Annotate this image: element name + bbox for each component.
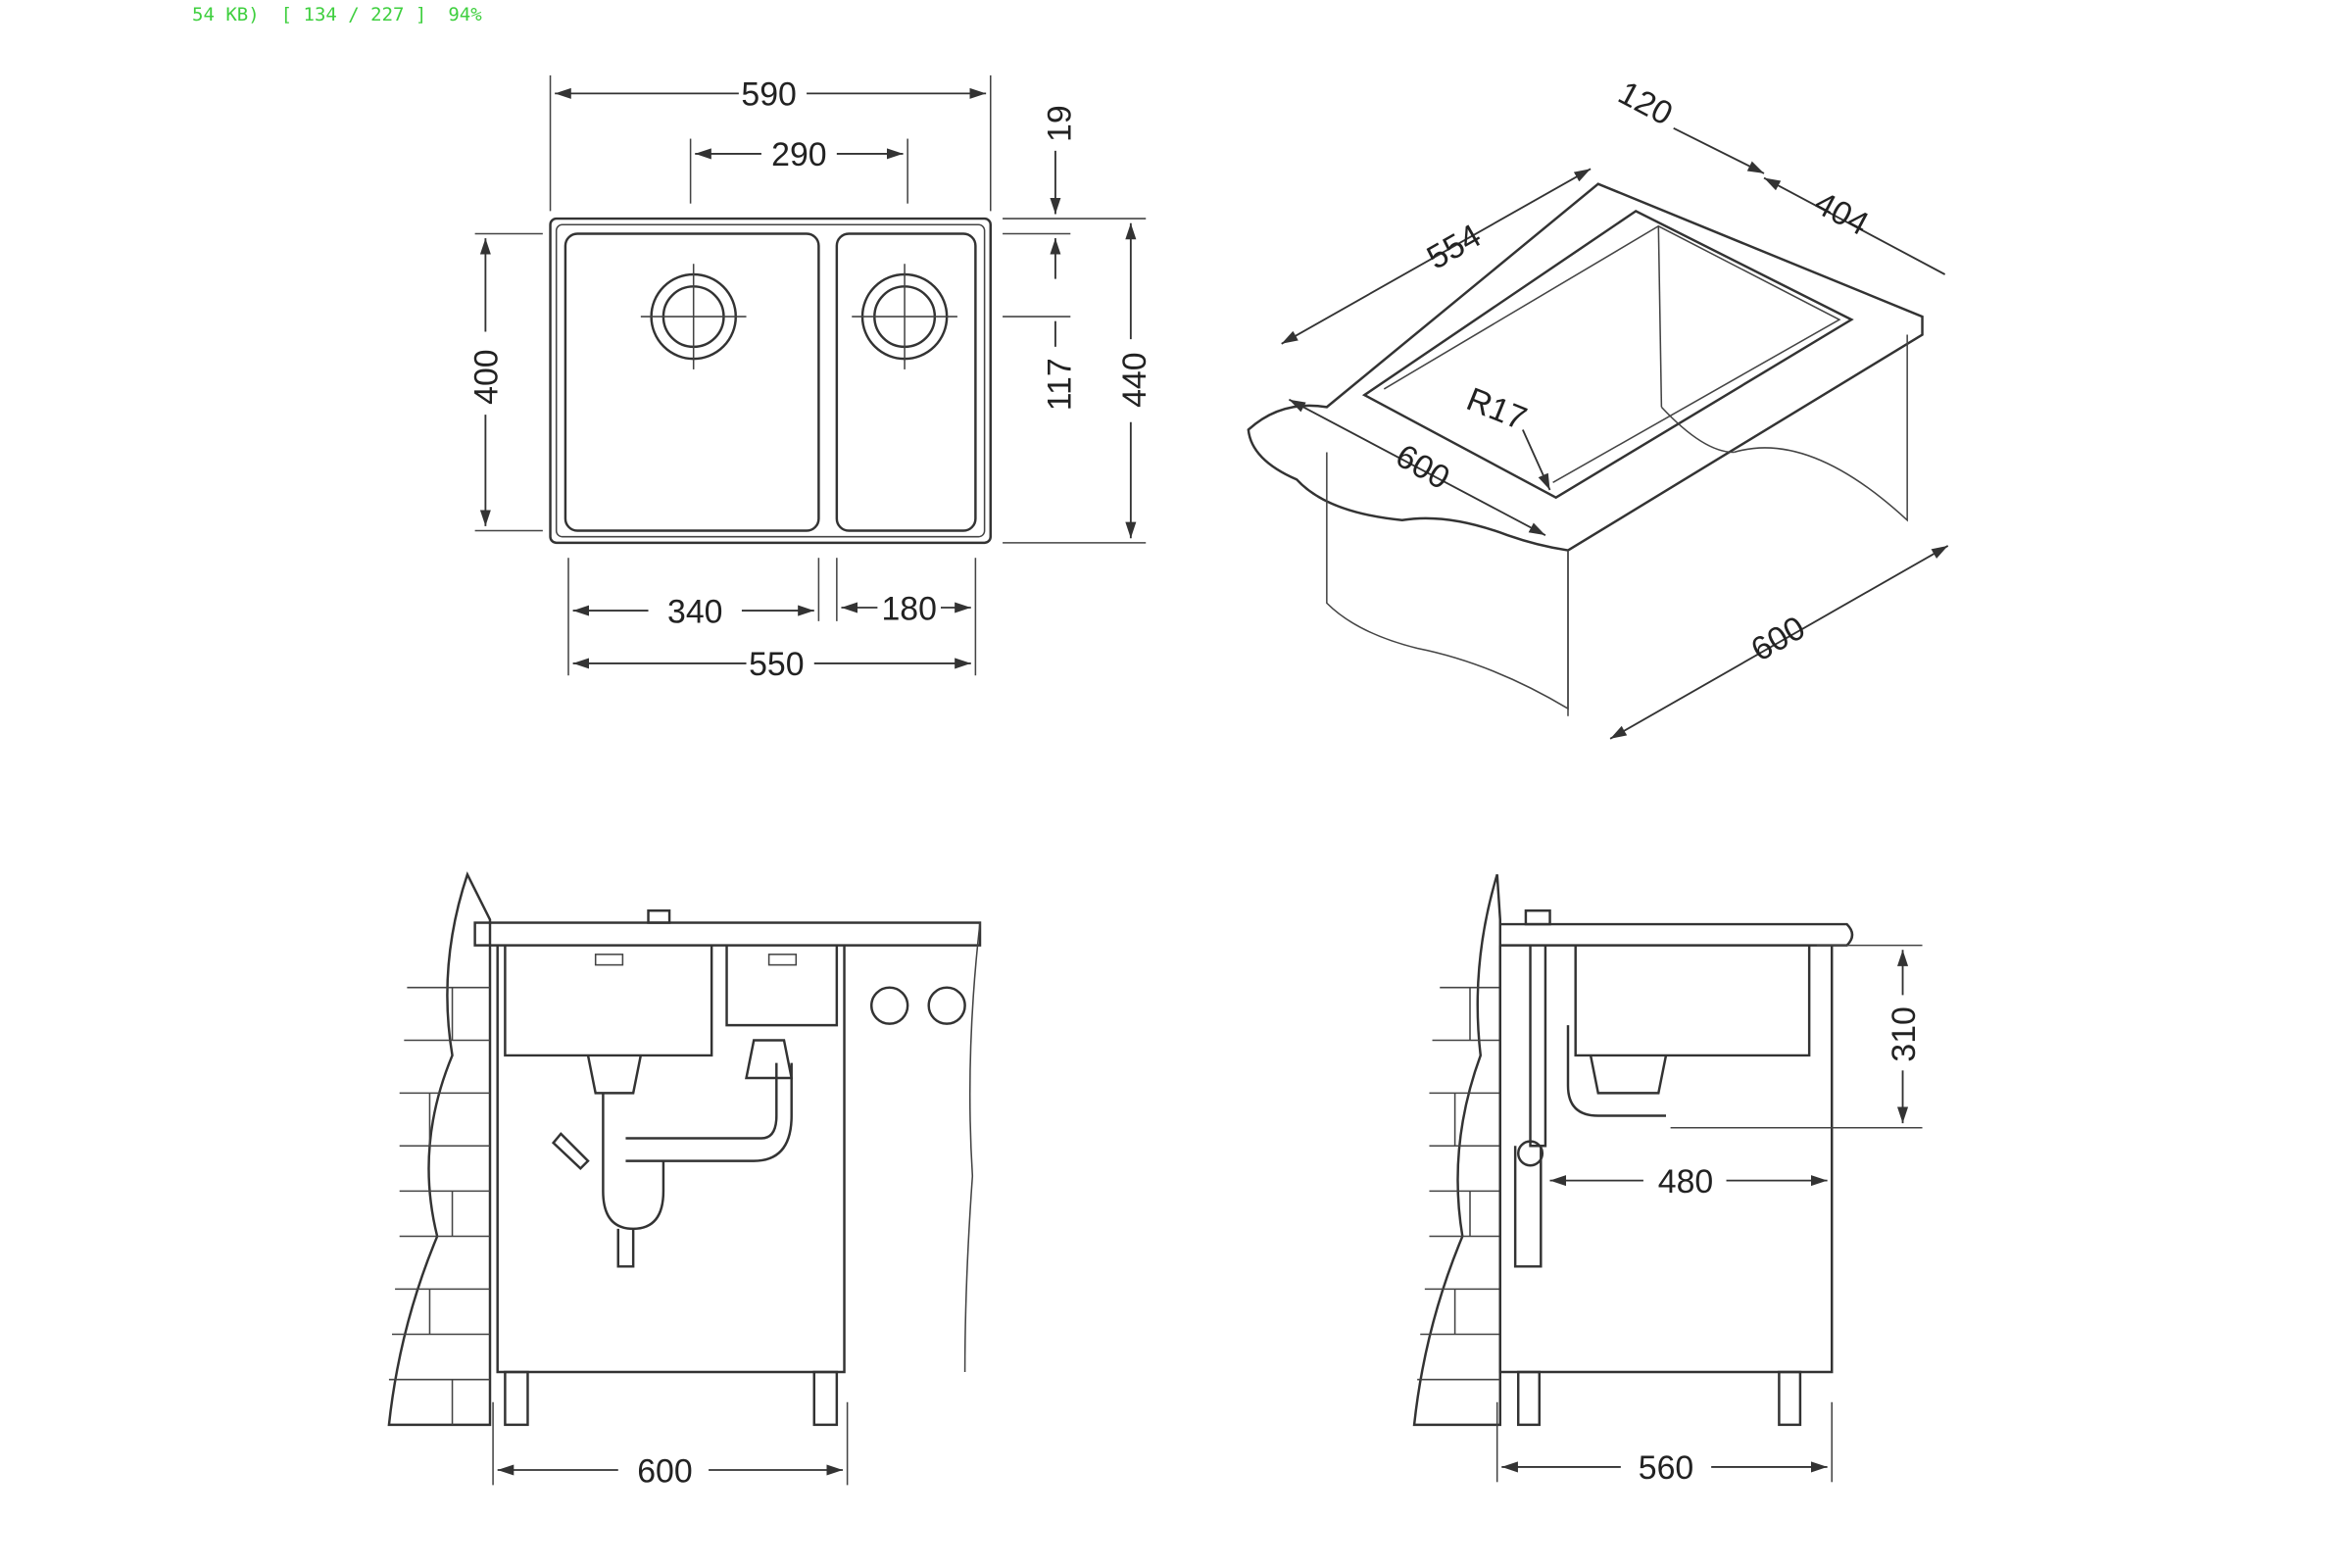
dim-600-width: 600 [1390,437,1456,497]
dim-560: 560 [1639,1449,1693,1487]
dim-554: 554 [1421,217,1488,276]
dim-400: 400 [468,349,506,404]
drain-left [640,264,747,369]
dim-600-front: 600 [637,1452,692,1490]
dim-120: 120 [1612,74,1679,133]
dim-600-depth: 600 [1745,609,1812,668]
dim-310: 310 [1886,1006,1923,1061]
side-pipework [1513,945,1668,1268]
plan-view: 590 290 400 19 117 440 340 180 550 [468,74,1153,683]
dim-590: 590 [741,76,796,114]
drain-pipework [551,1039,794,1268]
dim-404: 404 [1808,184,1875,243]
dim-290: 290 [771,136,826,173]
image-position: [ 134 / 227 ] [280,4,427,25]
dim-117: 117 [1041,358,1078,411]
dim-440: 440 [1116,352,1153,407]
dim-550: 550 [749,646,804,683]
side-cabinet-feet [1517,1370,1802,1427]
dim-340: 340 [667,593,722,630]
drain-right [852,264,957,369]
dim-480: 480 [1658,1163,1713,1200]
side-view: 310 480 560 [1412,873,1923,1487]
front-view: 600 [387,871,982,1490]
dim-180: 180 [881,590,936,627]
file-size: 54 KB) [192,4,260,25]
isometric-view: 554 120 404 R17 600 600 [1247,74,1949,740]
zoom-level: 94% [448,4,482,25]
cabinet-feet [504,1370,839,1427]
dim-r17: R17 [1461,380,1532,437]
dim-19: 19 [1041,105,1078,142]
viewer-status-bar: 54 KB) [ 134 / 227 ] 94% [192,4,504,25]
